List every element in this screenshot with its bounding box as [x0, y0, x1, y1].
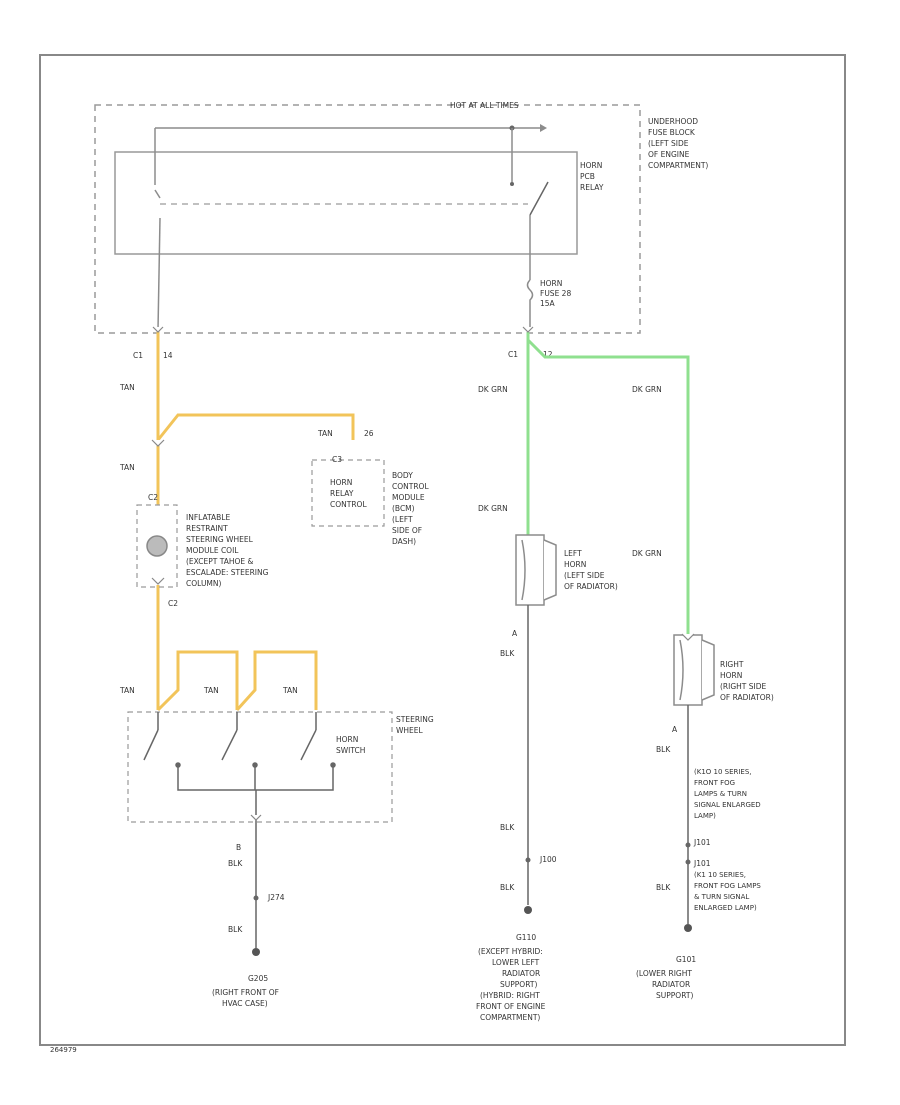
splice-j100-label: J100: [539, 855, 557, 864]
bcm-connector-label: C3: [332, 455, 342, 464]
tan-label-3: TAN: [119, 463, 135, 472]
horn-switch-label: HORN SWITCH: [336, 735, 365, 755]
ground-g110-label: G110: [516, 933, 536, 942]
tan-wire-switch-2: [156, 650, 239, 712]
fuse-block-label: UNDERHOOD FUSE BLOCK (LEFT SIDE OF ENGIN…: [648, 117, 708, 170]
relay-switch-blade: [529, 181, 549, 216]
right-option-note-2: (K1 10 SERIES, FRONT FOG LAMPS & TURN SI…: [694, 871, 763, 912]
mid-blk-label-2: BLK: [500, 883, 515, 892]
coil-bottom-connector: C2: [168, 599, 178, 608]
ground-g101: [684, 924, 692, 932]
tan-wire-to-bcm: [156, 413, 355, 441]
splice-j100: [525, 857, 531, 863]
c1-left-pin-label: 14: [163, 351, 173, 360]
ground-g101-location: (LOWER RIGHT RADIATOR SUPPORT): [636, 969, 694, 1000]
feed-arrow: [540, 124, 547, 132]
dkgrn-label-3: DK GRN: [478, 504, 508, 513]
hot-at-all-times-label: HOT AT ALL TIMES: [450, 101, 519, 110]
ground-g110: [524, 906, 532, 914]
splice-j101-a-label: J101: [693, 838, 711, 847]
bcm-label: BODY CONTROL MODULE (BCM) (LEFT SIDE OF …: [392, 471, 431, 546]
switch-blk-label-1: BLK: [228, 859, 243, 868]
tan-wire-switch-3: [235, 650, 318, 712]
relay-coil-contact: [154, 189, 161, 199]
c1-right-pin-label: 12: [543, 350, 553, 359]
dkgrn-label-1: DK GRN: [478, 385, 508, 394]
switch-tan-label-2: TAN: [203, 686, 219, 695]
right-option-note-1: (K1O 10 SERIES, FRONT FOG LAMPS & TURN S…: [694, 768, 763, 820]
splice-j274-label: J274: [267, 893, 285, 902]
splice-j101-a: [685, 842, 691, 848]
right-horn-pin-label: A: [672, 725, 678, 734]
fuse-block-outline: [94, 104, 641, 334]
coil-top-connector: C2: [148, 493, 158, 502]
ground-g205: [252, 948, 260, 956]
ground-g205-label: G205: [248, 974, 268, 983]
dkgrn-wire-right: [526, 338, 690, 640]
left-horn-symbol: [515, 534, 557, 606]
horn-fuse-symbol: [526, 279, 534, 330]
mid-blk-label-1: BLK: [500, 823, 515, 832]
horn-relay-control-label: HORN RELAY CONTROL: [330, 478, 367, 509]
left-horn-label: LEFT HORN (LEFT SIDE OF RADIATOR): [564, 549, 618, 591]
c1-left-label: C1: [133, 351, 143, 360]
pin-26-label: 26: [364, 429, 374, 438]
left-horn-pin-label: A: [512, 629, 518, 638]
coil-symbol: [146, 535, 168, 557]
figure-id-label: 264979: [50, 1046, 77, 1054]
left-horn-blk-label: BLK: [500, 649, 515, 658]
right-horn-symbol: [673, 634, 715, 706]
relay-switch-contact: [510, 182, 514, 186]
right-horn-blk-label: BLK: [656, 745, 671, 754]
right-horn-label: RIGHT HORN (RIGHT SIDE OF RADIATOR): [720, 660, 774, 702]
steering-wheel-outline: [127, 711, 393, 823]
bcm-outline: [311, 459, 385, 527]
switch-tan-label-3: TAN: [282, 686, 298, 695]
horn-relay-box: [114, 151, 578, 255]
dkgrn-label-2: DK GRN: [632, 385, 662, 394]
right-blk-label-2: BLK: [656, 883, 671, 892]
switch-pin-b-label: B: [236, 843, 241, 852]
splice-j274: [253, 895, 259, 901]
horn-relay-label: HORN PCB RELAY: [580, 161, 605, 192]
coil-outline: [136, 504, 178, 588]
tan-label-1: TAN: [119, 383, 135, 392]
ground-g110-location: (EXCEPT HYBRID: LOWER LEFT RADIATOR SUPP…: [476, 947, 548, 1022]
ground-g205-location: (RIGHT FRONT OF HVAC CASE): [212, 988, 281, 1008]
switch-blk-label-2: BLK: [228, 925, 243, 934]
dkgrn-label-4: DK GRN: [632, 549, 662, 558]
switch-tan-label-1: TAN: [119, 686, 135, 695]
inflatable-restraint-label: INFLATABLE RESTRAINT STEERING WHEEL MODU…: [186, 513, 271, 588]
connector-markers: [151, 326, 695, 821]
c1-right-label: C1: [508, 350, 518, 359]
tan-label-2: TAN: [317, 429, 333, 438]
horn-fuse-label: HORN FUSE 28 15A: [540, 279, 574, 308]
steering-wheel-label: STEERING WHEEL: [396, 715, 436, 735]
horn-switch-contacts: [143, 712, 336, 791]
relay-coil-out: [157, 217, 161, 331]
diagram-frame: [39, 54, 846, 1046]
splice-j101-b-label: J101: [693, 859, 711, 868]
splice-j101-b: [685, 859, 691, 865]
ground-g101-label: G101: [676, 955, 696, 964]
